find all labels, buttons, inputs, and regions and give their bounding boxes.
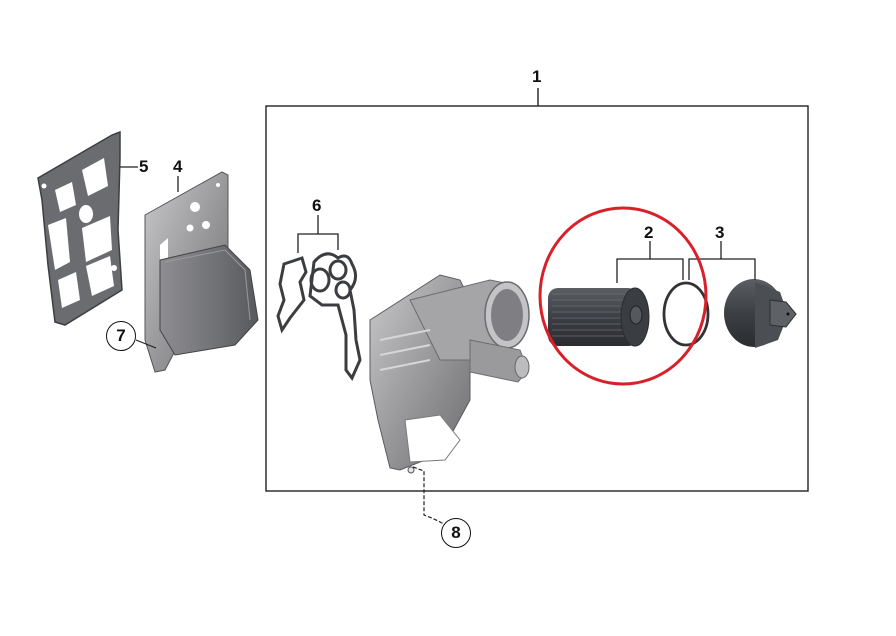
filter-cap xyxy=(724,279,797,348)
callout-3-bracket xyxy=(688,241,756,280)
callout-1: 1 xyxy=(532,67,542,86)
assembly-frame xyxy=(265,88,809,492)
callout-8-leader xyxy=(412,466,445,525)
highlight-circle xyxy=(538,206,708,386)
callout-3: 3 xyxy=(715,223,725,242)
callout-8: 8 xyxy=(441,518,471,548)
callout-2: 2 xyxy=(644,223,654,242)
gasket-set-6 xyxy=(276,252,362,381)
oil-filter-housing xyxy=(369,274,530,474)
oil-filter-element xyxy=(548,287,650,347)
callout-7: 7 xyxy=(106,321,136,351)
callout-6: 6 xyxy=(312,196,322,215)
gasket-5 xyxy=(37,130,123,326)
callout-6-bracket xyxy=(297,215,339,253)
callout-5: 5 xyxy=(139,157,149,176)
callout-2-bracket xyxy=(616,241,684,283)
callout-4: 4 xyxy=(173,157,183,176)
oil-cooler-4 xyxy=(144,171,259,373)
o-ring xyxy=(662,281,710,347)
